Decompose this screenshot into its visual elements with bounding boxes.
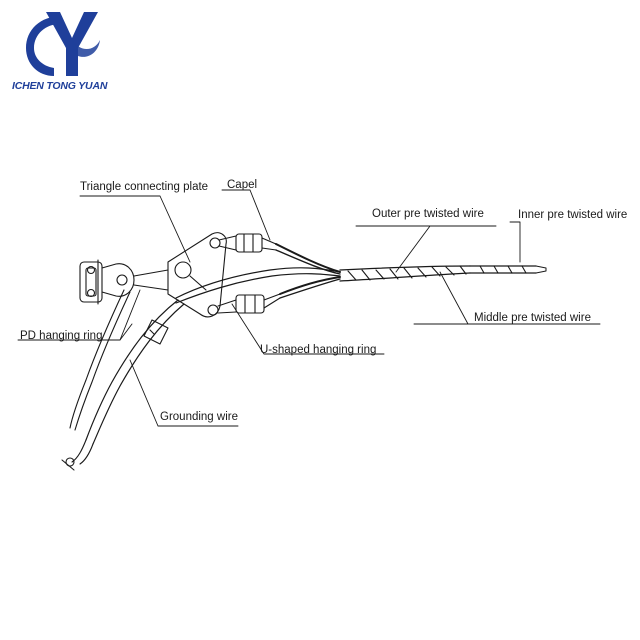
- conductor-wires: [175, 243, 341, 304]
- label-outer-pre-twisted-wire: Outer pre twisted wire: [372, 208, 484, 220]
- logo-swoosh: [72, 40, 100, 57]
- logo-mark: [26, 12, 100, 76]
- upper-capel-part: [218, 233, 277, 253]
- lower-capel-part: [217, 293, 281, 314]
- label-middle-pre-twisted-wire: Middle pre twisted wire: [474, 312, 591, 324]
- label-triangle-connecting-plate: Triangle connecting plate: [80, 181, 209, 193]
- logo-c-shape: [26, 16, 62, 76]
- label-grounding-wire: Grounding wire: [160, 411, 238, 423]
- grounding-wire-part: [61, 299, 185, 471]
- leader-lines: [17, 189, 601, 427]
- logo-text: ICHEN TONG YUAN: [12, 80, 108, 92]
- label-inner-pre-twisted-wire: Inner pre twisted wire: [518, 209, 628, 221]
- pd-hanging-ring-part: [79, 259, 169, 305]
- twisted-wire-section: [339, 265, 547, 282]
- label-capel: Capel: [227, 179, 258, 191]
- triangle-connecting-plate-part: [167, 232, 227, 318]
- label-u-shaped-hanging-ring: U-shaped hanging ring: [260, 344, 377, 356]
- pd-cable-part: [69, 289, 131, 431]
- label-pd-hanging-ring: PD hanging ring: [20, 330, 103, 342]
